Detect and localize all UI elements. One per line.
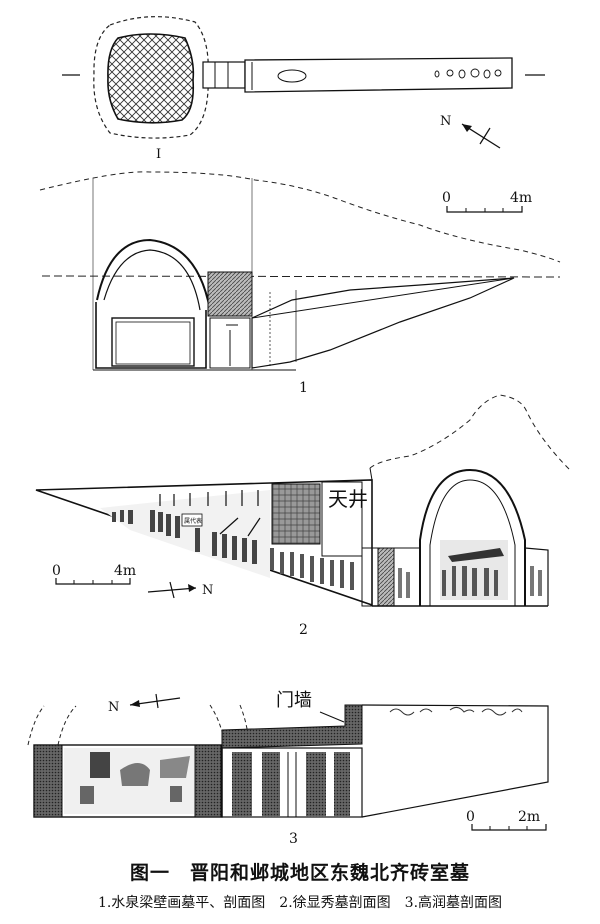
panel-2-section: 属代表 天井 bbox=[35, 394, 571, 638]
scale-start-2: 0 bbox=[52, 563, 61, 579]
panel-3-section: 门墙 N 0 2m 3 bbox=[27, 690, 549, 847]
figure-subtitle: 1.水泉梁壁画墓平、剖面图 2.徐显秀墓剖面图 3.高润墓剖面图 bbox=[97, 895, 503, 911]
mural-procession: 属代表 bbox=[100, 490, 270, 578]
panel-1-plan-and-section: N 0 4m I bbox=[39, 16, 561, 396]
scale-start-1: 0 bbox=[442, 190, 451, 206]
north-arrow-1: N bbox=[440, 114, 501, 149]
north-arrow-2: N bbox=[147, 581, 213, 599]
scale-bar-1: 0 4m bbox=[442, 190, 532, 213]
corridor-mural-3 bbox=[389, 706, 523, 716]
figure-title: 图一 晋阳和邺城地区东魏北齐砖室墓 bbox=[129, 862, 470, 884]
scale-end-1: 4m bbox=[510, 190, 532, 206]
scale-end-3: 2m bbox=[518, 809, 540, 825]
panel-number-1: 1 bbox=[299, 380, 308, 396]
north-label-2: N bbox=[202, 583, 213, 598]
tianjing-label: 天井 bbox=[328, 487, 368, 511]
tomb-plan bbox=[62, 16, 545, 139]
north-label-1: N bbox=[440, 114, 451, 129]
panel-number-3: 3 bbox=[289, 831, 298, 847]
menqiang-label: 门墙 bbox=[276, 690, 312, 711]
north-label-3: N bbox=[108, 700, 119, 715]
banner-text: 属代表 bbox=[184, 517, 202, 525]
tomb-section-1: I 1 bbox=[39, 147, 561, 396]
chamber-mural bbox=[398, 540, 542, 600]
scale-bar-3: 0 2m bbox=[466, 809, 547, 831]
chamber-mural-3 bbox=[64, 748, 194, 814]
north-arrow-3: N bbox=[108, 693, 181, 715]
scale-end-2: 4m bbox=[114, 563, 136, 579]
scale-bar-2: 0 4m bbox=[52, 563, 136, 585]
panel-number-2: 2 bbox=[299, 622, 308, 638]
scale-start-3: 0 bbox=[466, 809, 475, 825]
section-mark: I bbox=[156, 147, 161, 162]
mural-figures-lower bbox=[270, 548, 354, 590]
